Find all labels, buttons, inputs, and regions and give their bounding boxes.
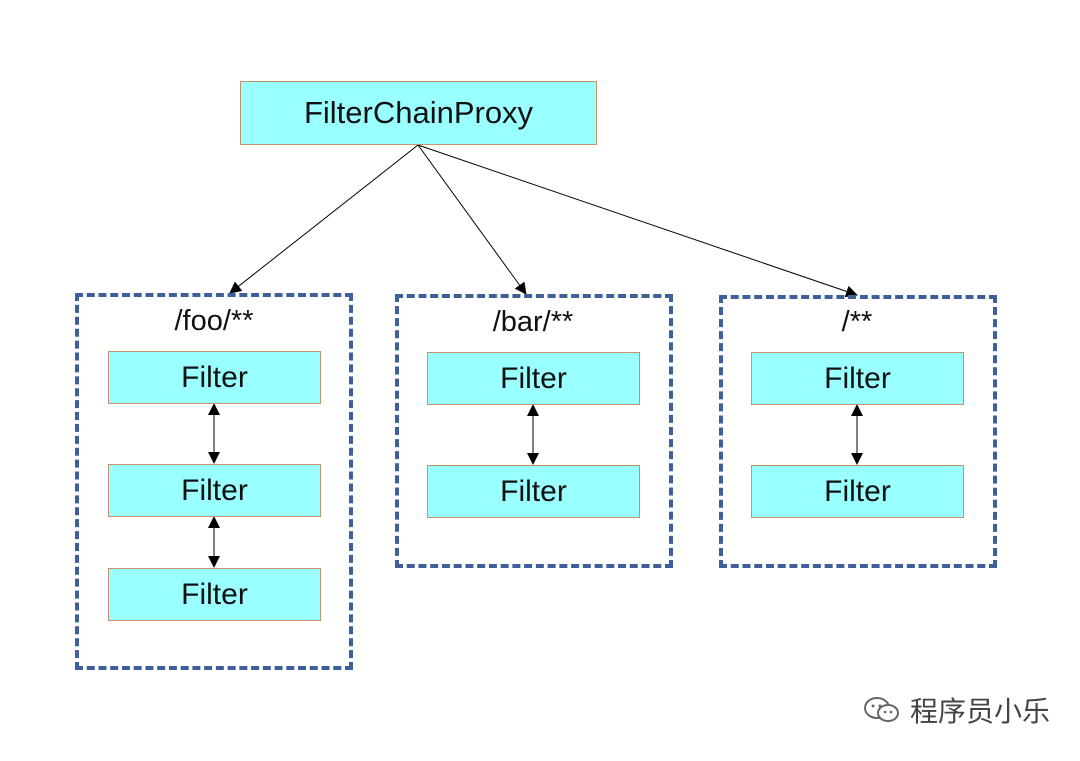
foo-filter-1-label: Filter [181, 360, 248, 394]
foo-filter-3-label: Filter [181, 577, 248, 611]
bar-filter-2: Filter [427, 465, 640, 518]
all-filter-2-label: Filter [824, 474, 891, 508]
edge-root-to-all [417, 144, 858, 298]
all-filter-1: Filter [751, 352, 964, 405]
foo-filter-3: Filter [108, 568, 321, 621]
filter-chain-proxy-node: FilterChainProxy [240, 81, 597, 145]
watermark-text: 程序员小乐 [910, 695, 1051, 728]
group-foo [75, 293, 353, 670]
all-filter-1-label: Filter [824, 361, 891, 395]
watermark: 程序员小乐 [862, 690, 1050, 730]
group-bar-label: /bar/** [492, 306, 574, 338]
foo-filter-2-label: Filter [181, 473, 248, 507]
foo-filter-2: Filter [108, 464, 321, 517]
group-all-label: /** [841, 306, 873, 338]
edge-root-to-bar [417, 144, 527, 295]
all-filter-2: Filter [751, 465, 964, 518]
group-all [719, 295, 997, 568]
wechat-icon [864, 697, 899, 722]
bar-filter-1: Filter [427, 352, 640, 405]
foo-filter-1: Filter [108, 351, 321, 404]
edge-root-to-foo [229, 144, 419, 294]
bar-filter-1-label: Filter [500, 361, 567, 395]
bar-filter-2-label: Filter [500, 474, 567, 508]
group-bar [395, 294, 673, 568]
filter-chain-proxy-label: FilterChainProxy [303, 95, 534, 130]
group-foo-label: /foo/** [174, 305, 254, 337]
